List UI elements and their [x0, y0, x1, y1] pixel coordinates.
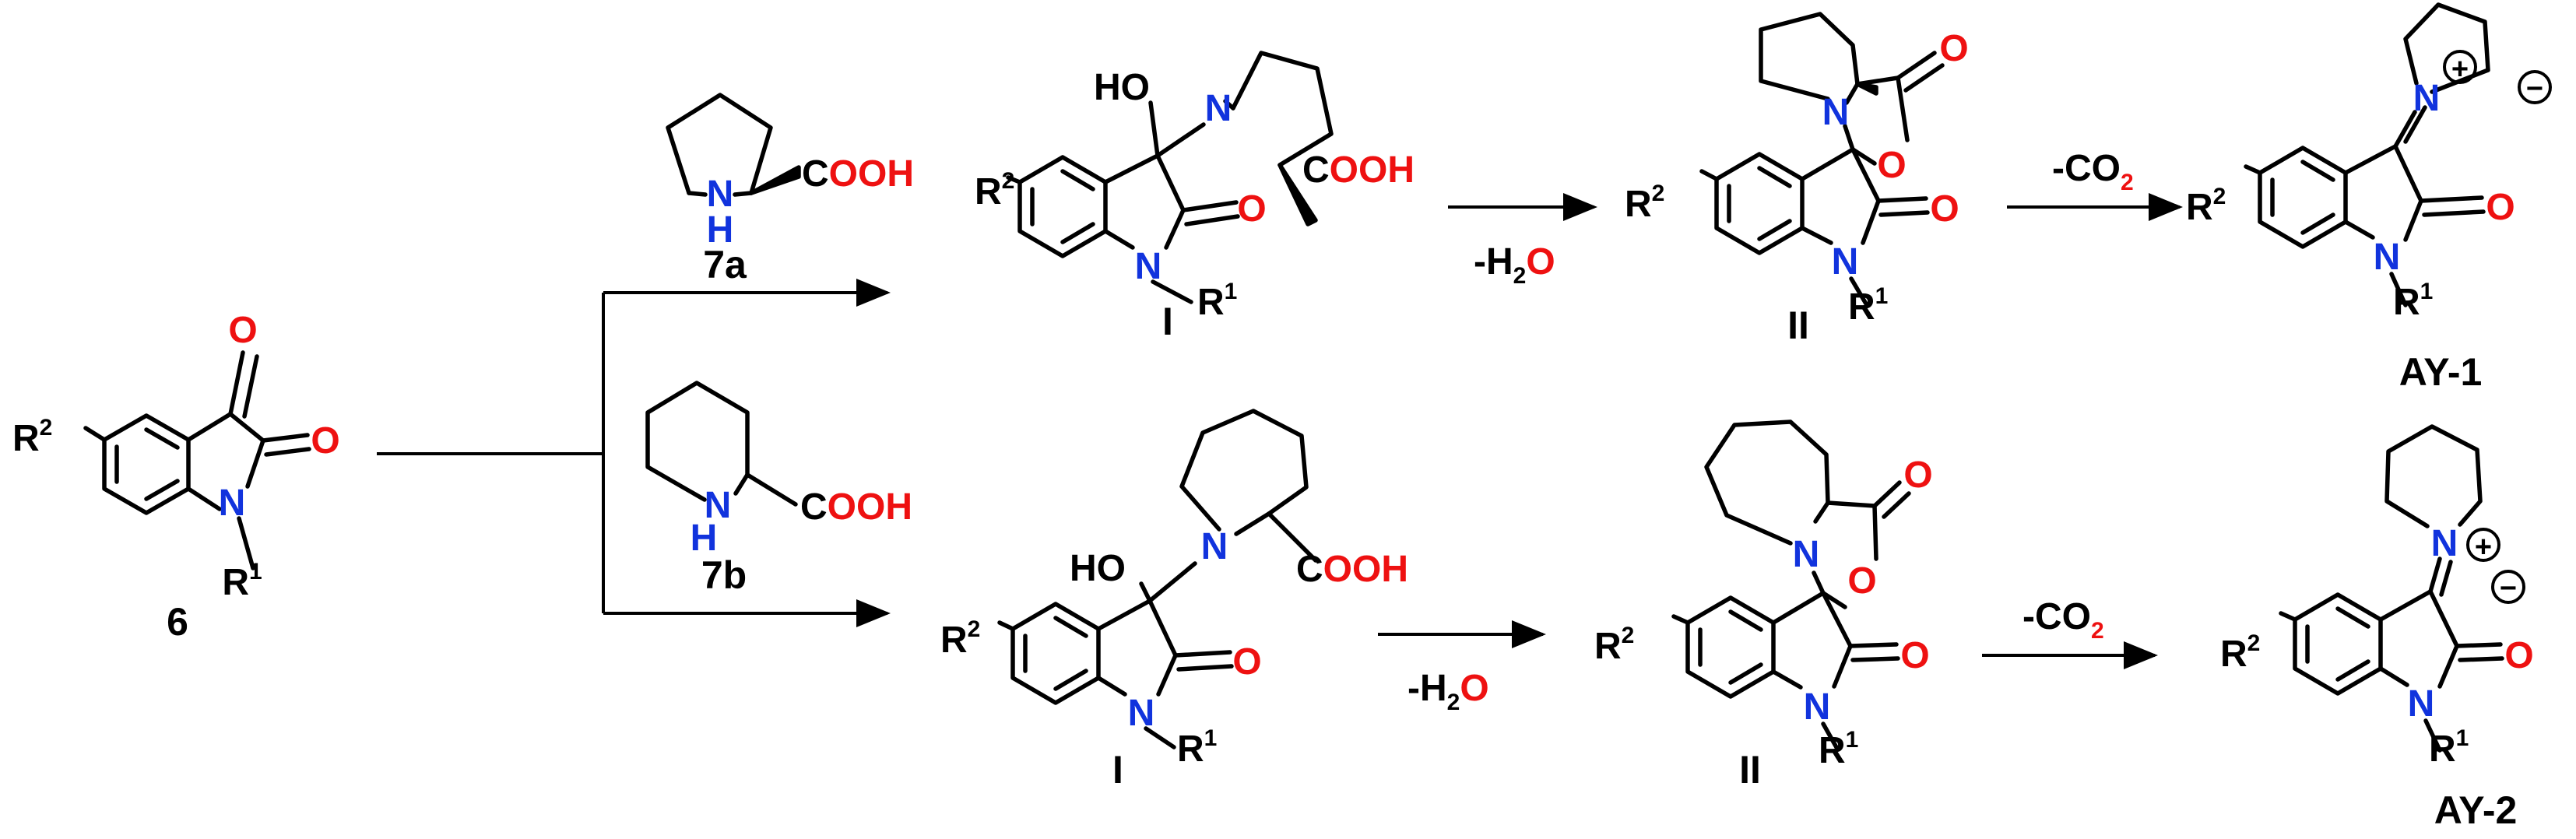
compound-II-top-oxazolidinone: N O O O N R1 R2 II — [1625, 12, 1969, 347]
pipecolic-nh-hydrogen: H — [691, 518, 718, 559]
compound-AY-2-ylide: N + − O N R1 R2 AY-2 — [2220, 424, 2534, 832]
adduct-top-indole-nitrogen: N — [1135, 246, 1162, 287]
ay2-plus-charge-circle — [2466, 528, 2500, 562]
ay1-plus-charge: + — [2451, 53, 2469, 86]
condition-decarboxylation-top: -CO2 — [2052, 148, 2134, 195]
ay2-minus-charge: − — [2500, 572, 2517, 605]
ii-bottom-lactone-oxygen: O — [1903, 455, 1932, 496]
adduct-top-carbonyl-oxygen: O — [1237, 188, 1266, 230]
ay1-indole-nitrogen: N — [2374, 237, 2401, 278]
proline-nh-hydrogen: H — [707, 209, 734, 251]
ii-bottom-indole-nitrogen: N — [1804, 686, 1831, 728]
ii-bottom-nitrogen: N — [1793, 534, 1820, 575]
condition-dehydration-bottom: -H2O — [1407, 668, 1489, 715]
adduct-bottom-hydroxyl: HO — [1070, 548, 1126, 589]
compound-7b-pipecolic-acid: N H COOH 7b — [645, 381, 912, 597]
label-AY-1: AY-1 — [2399, 350, 2483, 394]
ii-top-nitrogen: N — [1822, 92, 1850, 133]
adduct-top-r2: R2 — [975, 168, 1014, 212]
ii-top-r1: R1 — [1848, 283, 1888, 328]
ii-top-lactone-oxygen: O — [1939, 28, 1968, 69]
ay2-indole-nitrogen: N — [2408, 683, 2435, 725]
ay1-r1: R1 — [2393, 279, 2433, 323]
ay2-amide-oxygen: O — [2504, 635, 2533, 676]
ii-top-indole-nitrogen: N — [1832, 241, 1859, 283]
proline-nitrogen: N — [707, 174, 734, 215]
label-II-bottom: II — [1739, 748, 1761, 792]
ay1-amide-oxygen: O — [2486, 187, 2514, 228]
ay2-iminium-nitrogen: N — [2431, 523, 2458, 564]
isatin-bonds — [83, 350, 311, 570]
compound-II-bottom-oxazolidinone: N O O O N R1 R2 II — [1594, 420, 1933, 792]
ay1-plus-charge-circle — [2443, 50, 2477, 84]
ay1-minus-charge: − — [2526, 72, 2543, 105]
adduct-bottom-r2: R2 — [940, 616, 980, 661]
ii-top-ring-oxygen: O — [1877, 145, 1906, 186]
adduct-bottom-cooh: COOH — [1296, 549, 1408, 590]
compound-7a-proline: N H COOH 7a — [666, 93, 914, 286]
ii-bottom-r1: R1 — [1819, 727, 1858, 771]
isatin-c3-oxygen: O — [228, 310, 257, 351]
ay1-r2: R2 — [2186, 184, 2226, 228]
compound-AY-1-ylide: N + − O N R1 R2 AY-1 — [2186, 2, 2552, 394]
condition-decarboxylation-bottom: -CO2 — [2022, 596, 2104, 644]
adduct-top-r1: R1 — [1197, 279, 1237, 323]
compound-I-bottom-adduct: HO N O N R1 R2 COOH I — [940, 409, 1408, 792]
label-I-top: I — [1162, 300, 1173, 343]
proline-cooh: COOH — [802, 153, 914, 195]
ay2-plus-charge: + — [2475, 531, 2492, 563]
branch-arrows — [377, 279, 891, 627]
adduct-bottom-piperidine-nitrogen: N — [1201, 526, 1228, 567]
pipecolic-cooh: COOH — [800, 486, 912, 528]
label-AY-2: AY-2 — [2434, 788, 2518, 832]
label-7a: 7a — [703, 243, 747, 286]
pipecolic-nitrogen: N — [705, 485, 732, 526]
ay2-r1: R1 — [2429, 725, 2469, 770]
adduct-top-hydroxyl: HO — [1094, 67, 1150, 108]
ii-bottom-r2: R2 — [1594, 623, 1634, 667]
compound-6-isatin: O O N R1 R2 6 — [12, 310, 340, 644]
ay2-r2: R2 — [2220, 630, 2260, 675]
adduct-top-cooh: COOH — [1302, 149, 1415, 191]
ay2-minus-charge-circle — [2491, 570, 2525, 604]
ii-top-r2: R2 — [1625, 181, 1664, 225]
isatin-r2: R2 — [12, 415, 52, 459]
label-I-bottom: I — [1112, 748, 1123, 792]
ii-bottom-amide-oxygen: O — [1900, 635, 1929, 676]
label-7b: 7b — [701, 553, 747, 597]
isatin-r1: R1 — [222, 559, 262, 603]
compound-I-top-adduct: HO N O N R1 R2 COOH I — [975, 51, 1415, 343]
ii-top-amide-oxygen: O — [1930, 188, 1959, 230]
label-II-top: II — [1787, 304, 1809, 347]
ay1-iminium-nitrogen: N — [2413, 78, 2441, 119]
ay1-minus-charge-circle — [2518, 70, 2552, 104]
label-6: 6 — [167, 600, 188, 644]
isatin-nitrogen: N — [219, 483, 246, 524]
adduct-bottom-carbonyl-oxygen: O — [1232, 641, 1261, 683]
isatin-c2-oxygen: O — [311, 420, 339, 462]
condition-dehydration-top: -H2O — [1474, 241, 1555, 289]
adduct-bottom-r1: R1 — [1177, 725, 1217, 770]
ii-bottom-ring-oxygen: O — [1847, 560, 1876, 602]
adduct-bottom-indole-nitrogen: N — [1128, 693, 1155, 734]
adduct-top-proline-nitrogen: N — [1205, 88, 1232, 129]
